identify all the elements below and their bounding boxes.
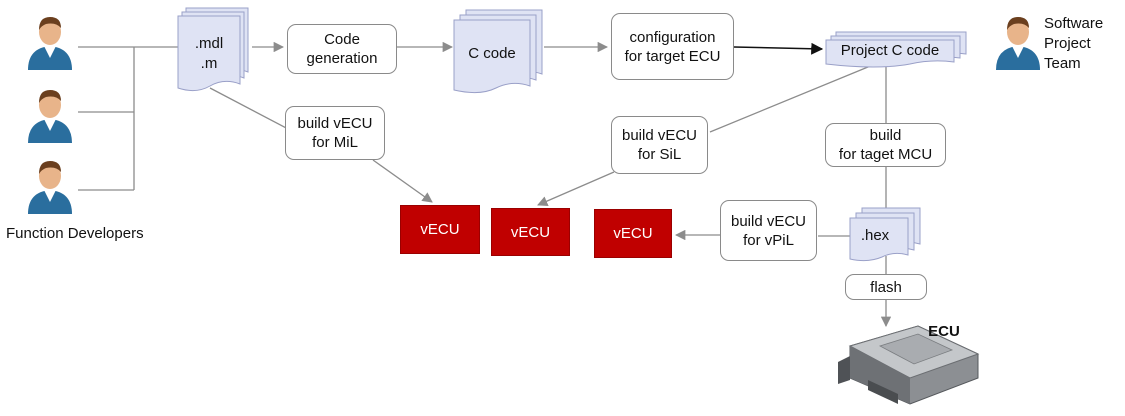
arrow-config-to-project — [733, 42, 824, 55]
vecu-mil: vECU — [400, 205, 480, 254]
vecu-sil: vECU — [491, 208, 570, 256]
build-vpil-box: build vECU for vPiL — [720, 200, 817, 261]
build-mil-box: build vECU for MiL — [285, 106, 385, 160]
document-stack-icon — [849, 207, 921, 262]
c-code-label: C code — [468, 45, 516, 62]
developer-connectors — [78, 46, 178, 191]
person-icon — [996, 17, 1040, 70]
arrow-model-to-vecu-mil — [209, 87, 432, 202]
flash-box: flash — [845, 274, 927, 300]
project-c-code-label: Project C code — [840, 42, 940, 59]
hex-file-label: .hex — [860, 227, 890, 244]
vecu-vpil: vECU — [594, 209, 672, 258]
document-stack-icon — [825, 31, 967, 68]
developers-label: Function Developers — [6, 225, 144, 242]
code-generation-box: Code generation — [287, 24, 397, 74]
document-stack-icon — [453, 9, 543, 94]
person-icon — [28, 161, 72, 214]
ecu-label: ECU — [928, 323, 960, 340]
build-sil-box: build vECU for SiL — [611, 116, 708, 174]
person-icon — [28, 90, 72, 143]
team-label: Software Project Team — [1044, 15, 1104, 72]
ecu-device-icon — [838, 325, 980, 405]
document-stack-icon — [177, 7, 249, 92]
model-files-label: .mdl .m — [194, 35, 224, 72]
person-icon — [28, 17, 72, 70]
build-mcu-box: build for taget MCU — [825, 123, 946, 167]
configuration-box: configuration for target ECU — [611, 13, 734, 80]
arrow-project-to-vecu-sil — [538, 59, 886, 205]
